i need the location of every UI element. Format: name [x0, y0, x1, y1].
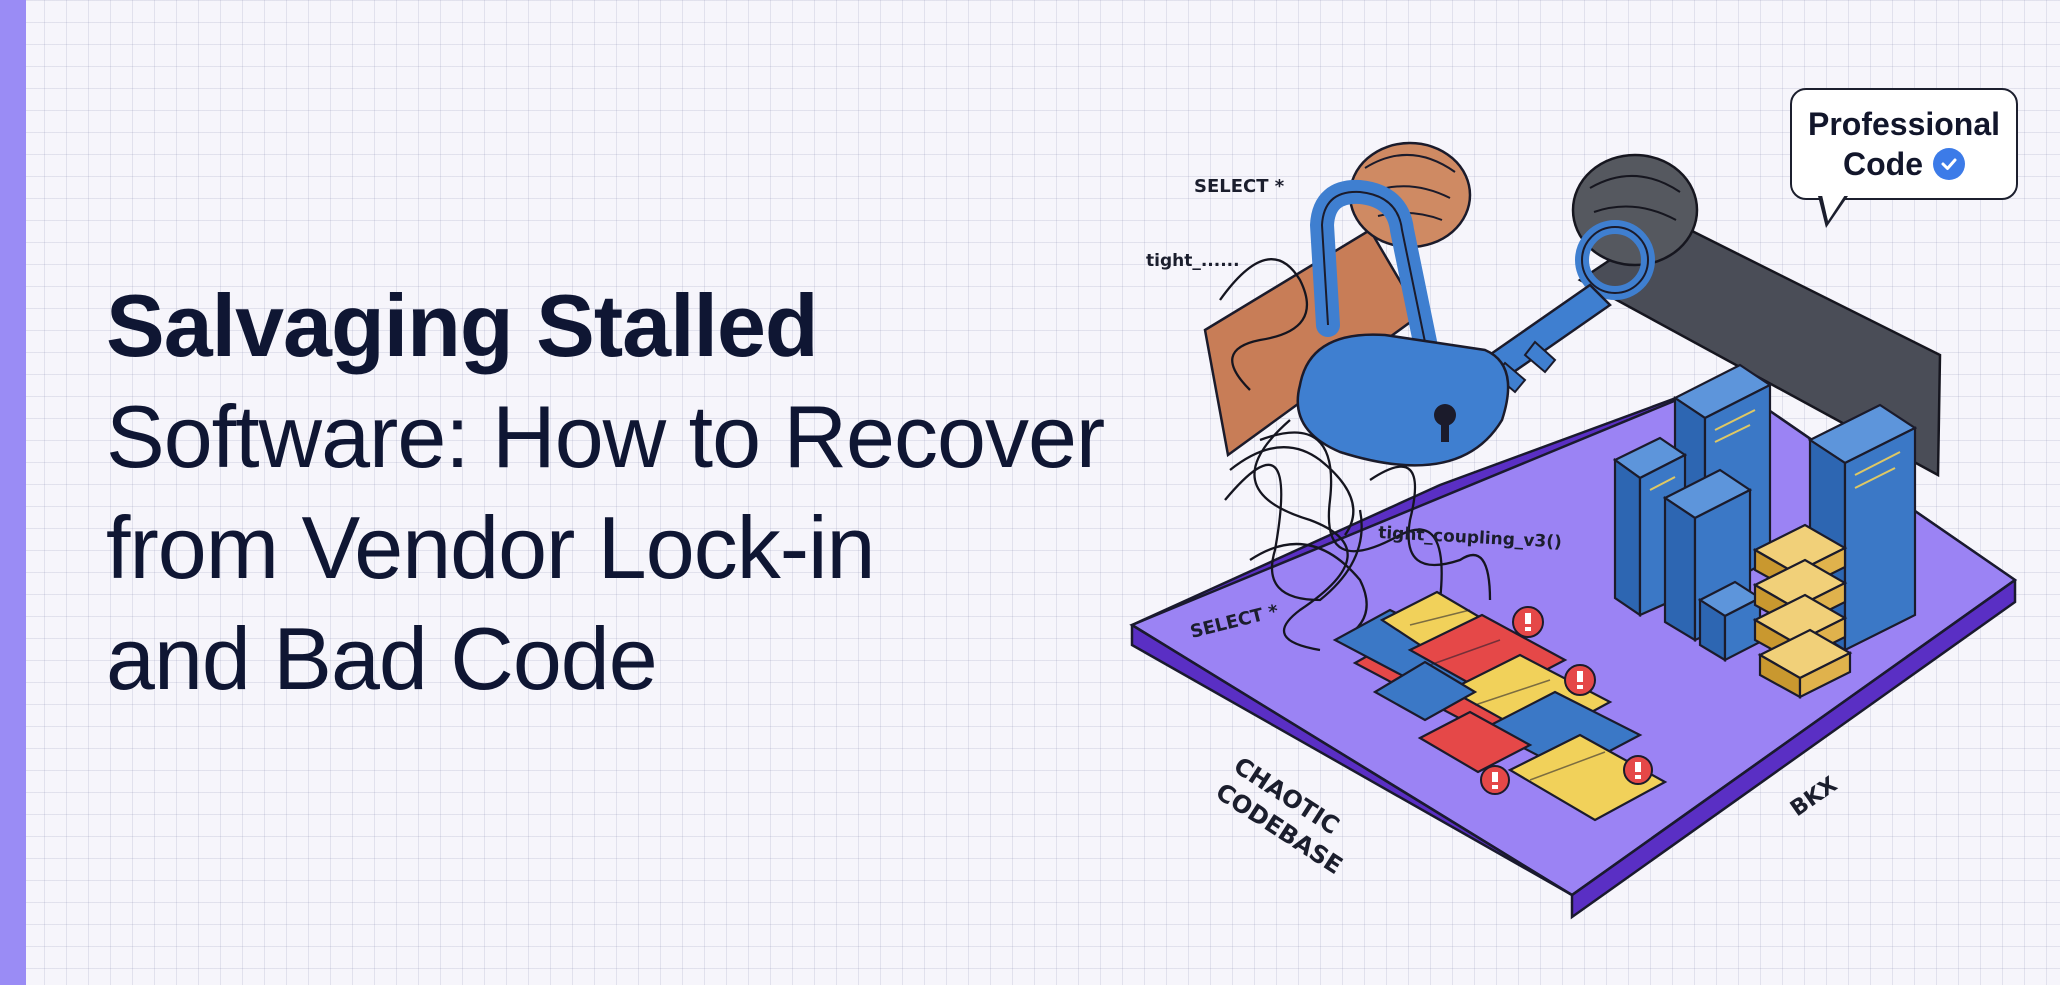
bkx-label: BKX	[1786, 772, 1842, 822]
platform	[1129, 378, 2018, 920]
fist-icon	[1348, 141, 1472, 249]
padlock-icon	[1296, 179, 1510, 467]
tangled-wires	[1219, 258, 1492, 652]
warning-icon	[1512, 606, 1544, 638]
bubble-line-2: Code	[1843, 144, 1965, 184]
page-title: Salvaging Stalled Software: How to Recov…	[106, 270, 1146, 714]
select-label-top: SELECT *	[1194, 176, 1285, 197]
bubble-line-1: Professional	[1808, 104, 2000, 144]
title-line-3: from Vendor Lock-in	[106, 498, 876, 597]
hero-illustration: SELECT * tight_...... tight_coupling_v3(…	[1110, 80, 2060, 980]
warning-icon	[1564, 664, 1596, 696]
gold-stack	[1752, 523, 1853, 699]
title-line-1: Salvaging Stalled	[106, 276, 819, 375]
tight-label-short: tight_......	[1146, 251, 1240, 271]
bubble-text-code: Code	[1843, 146, 1923, 182]
title-line-4: and Bad Code	[106, 609, 658, 708]
accent-bar	[0, 0, 26, 985]
warning-icon	[1623, 755, 1653, 785]
title-line-2: Software: How to Recover	[106, 387, 1105, 486]
warning-icon	[1480, 765, 1510, 795]
chaotic-documents	[1332, 590, 1668, 822]
speech-bubble-tail-fill	[1822, 195, 1845, 221]
bubble-text-professional: Professional	[1807, 106, 2001, 142]
dark-fist-icon	[1571, 153, 1699, 267]
speech-bubble: Professional Code	[1790, 88, 2018, 200]
check-icon	[1933, 148, 1965, 180]
illustration-canvas: SELECT * tight_...... tight_coupling_v3(…	[1129, 141, 2018, 920]
